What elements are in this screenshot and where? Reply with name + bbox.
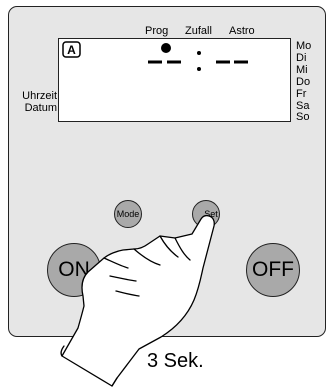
mode-label-zufall: Zufall bbox=[185, 25, 212, 37]
weekday-fr: Fr bbox=[296, 88, 307, 100]
weekday-so: So bbox=[296, 111, 310, 123]
hand-icon bbox=[60, 214, 215, 387]
weekday-do: Do bbox=[296, 76, 311, 88]
mode-label-astro: Astro bbox=[229, 25, 255, 37]
time-readout bbox=[148, 51, 248, 71]
off-button[interactable]: OFF bbox=[246, 243, 300, 297]
prog-indicator-dot bbox=[161, 43, 171, 53]
indicator-letter: A bbox=[67, 43, 76, 57]
mode-button[interactable]: Mode bbox=[114, 200, 142, 228]
label-uhrzeit: Uhrzeit bbox=[22, 90, 57, 102]
weekday-sa: Sa bbox=[296, 100, 310, 112]
label-datum: Datum bbox=[24, 102, 57, 114]
weekday-di: Di bbox=[296, 52, 307, 64]
weekday-mo: Mo bbox=[296, 40, 312, 52]
mode-label-prog: Prog bbox=[145, 25, 169, 37]
lcd-display bbox=[58, 38, 291, 122]
on-button-label: ON bbox=[58, 258, 90, 281]
set-button-label: Set bbox=[204, 209, 218, 219]
mode-button-label: Mode bbox=[116, 209, 140, 219]
weekday-mi: Mi bbox=[296, 64, 308, 76]
off-button-label: OFF bbox=[252, 258, 294, 281]
duration-caption: 3 Sek. bbox=[147, 350, 204, 372]
indicator-box bbox=[62, 41, 81, 58]
